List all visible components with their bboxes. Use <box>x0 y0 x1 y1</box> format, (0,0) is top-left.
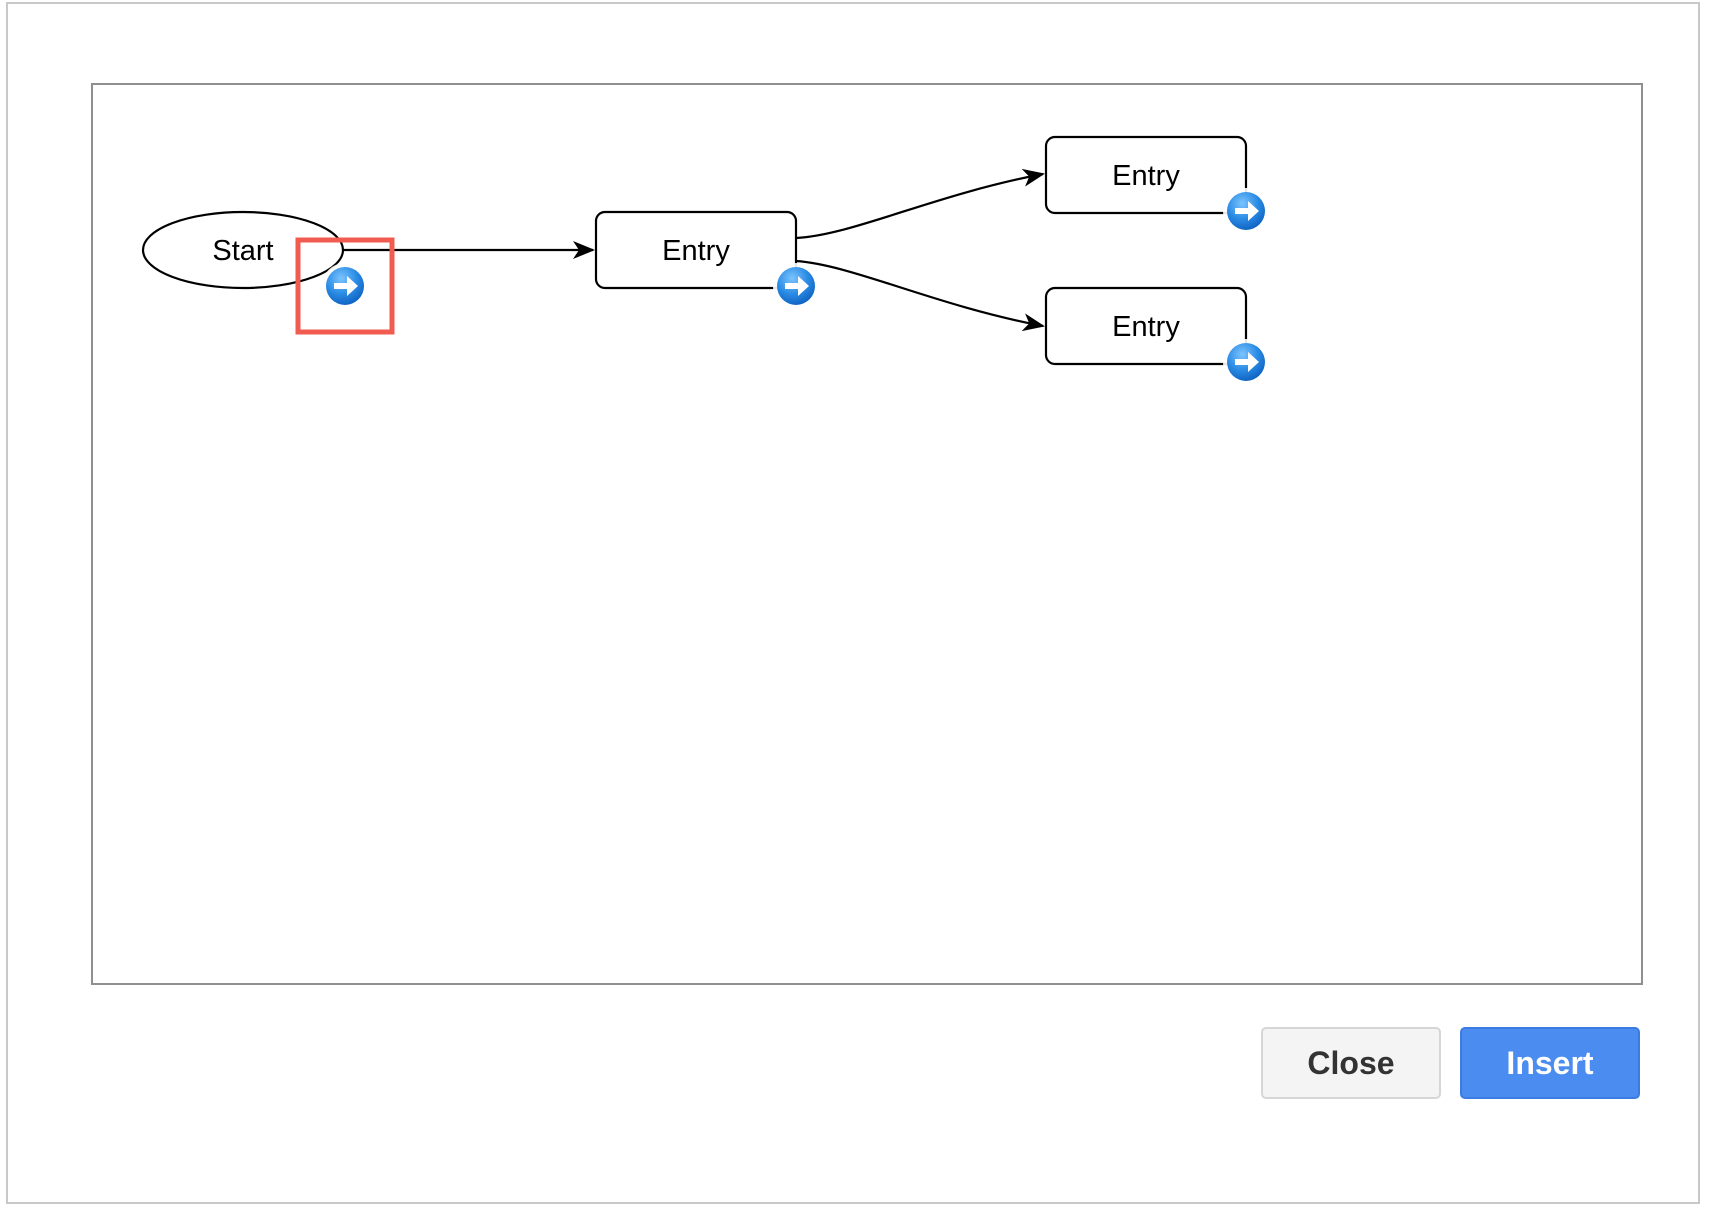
highlight-box <box>295 237 395 335</box>
entry-node-2[interactable]: Entry <box>1044 135 1248 215</box>
edge-entry-to-entry-upper <box>795 168 1045 240</box>
edge-entry-to-entry-lower <box>795 259 1045 332</box>
add-child-start-icon[interactable] <box>322 263 368 309</box>
entry-node-1[interactable]: Entry <box>594 210 798 290</box>
diagram-preview-canvas[interactable]: Start Entry Entry Entry <box>91 83 1643 985</box>
diagram-svg: Start Entry Entry Entry <box>141 135 1269 385</box>
add-child-entry-2-icon[interactable] <box>1223 188 1269 234</box>
start-node[interactable]: Start <box>141 210 345 290</box>
entry-node-2-label: Entry <box>1112 160 1180 192</box>
start-node-label: Start <box>212 235 273 267</box>
add-child-entry-3-icon[interactable] <box>1223 339 1269 385</box>
insert-dialog: Start Entry Entry Entry <box>6 2 1700 1204</box>
entry-node-1-label: Entry <box>662 235 730 267</box>
close-button[interactable]: Close <box>1261 1027 1441 1099</box>
entry-node-3-label: Entry <box>1112 311 1180 343</box>
add-child-entry-1-icon[interactable] <box>773 263 819 309</box>
entry-node-3[interactable]: Entry <box>1044 286 1248 366</box>
insert-button[interactable]: Insert <box>1460 1027 1640 1099</box>
